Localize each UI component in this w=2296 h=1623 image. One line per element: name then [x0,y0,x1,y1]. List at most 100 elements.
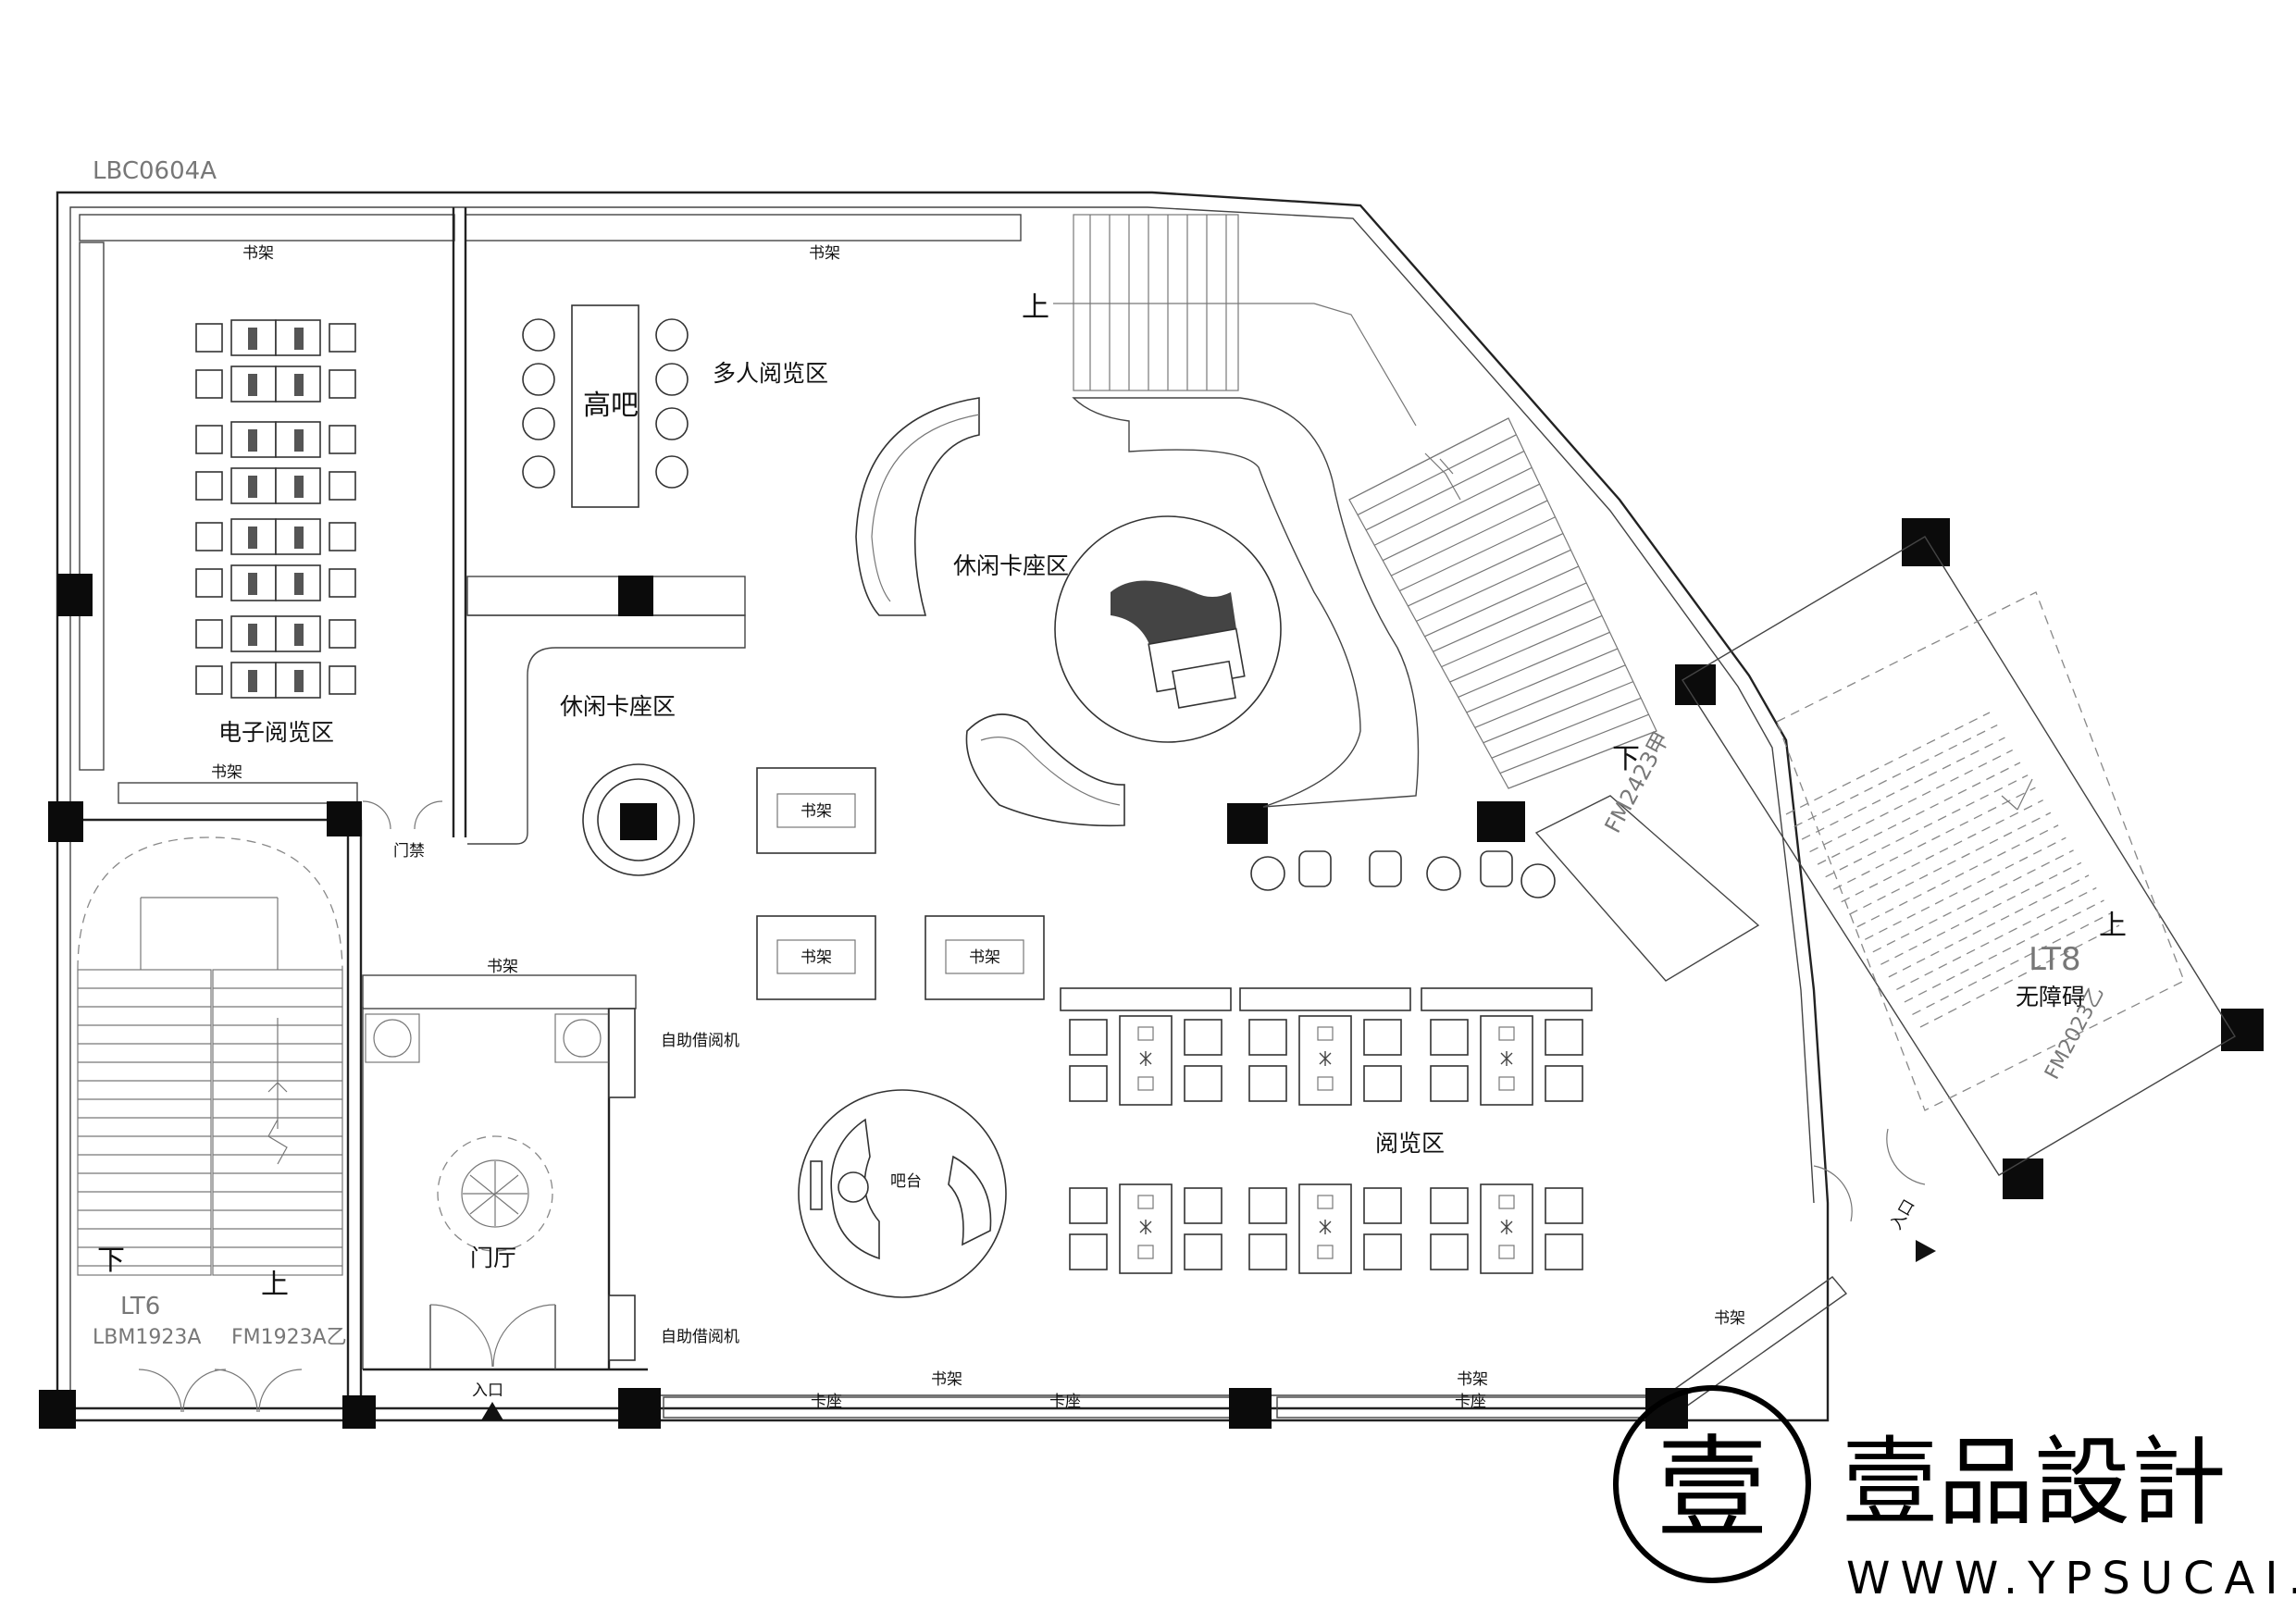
e-desk-monitor [248,527,257,549]
reading-shelf [1239,987,1411,1011]
stair-step [1449,614,1603,683]
e-desk-monitor [294,624,304,646]
bar-counter [798,1089,1007,1298]
stair-step [1474,664,1626,728]
stair-step [1365,451,1525,531]
e-desk-monitor [294,573,304,595]
stair-step [1508,730,1657,789]
reading-chair [1363,1233,1402,1270]
table-lamp [1498,1026,1515,1041]
reading-chair [1248,1019,1287,1056]
stair-step [1801,737,2005,840]
stair-step [1865,836,2066,940]
main-entrance-doors [429,1304,556,1420]
reading-chair [1069,1065,1108,1102]
e-desk-chair [195,619,223,649]
reading-tables [1060,987,1593,1274]
e-desk-chair [195,425,223,454]
booth-label-1: 卡座 [811,1393,842,1411]
stair-step [1817,762,2021,865]
table-mark [1139,1051,1152,1066]
zone-e-reading: 电子阅览区 [218,719,334,746]
table-lamp [1137,1076,1154,1091]
brand-name: 壹品設計 [1842,1426,2227,1539]
e-desk-monitor [294,429,304,452]
stair-step [1483,681,1633,744]
stair-step [1919,924,2120,1028]
bar-stool [522,407,555,440]
stair-step [1872,849,2074,953]
e-desk-monitor [248,429,257,452]
stair-step [1896,886,2097,990]
side-entrance [1813,1128,1936,1262]
stair-middle-up: 上 [1022,291,1049,324]
stair-step [1424,565,1580,638]
curved-sofa-upper [855,397,980,616]
e-desk-chair [329,619,356,649]
table-lamp [1137,1195,1154,1209]
stair-middle-down: 下 [1612,743,1640,775]
stair-step [1416,549,1571,622]
reading-shelf [1060,987,1232,1011]
stair-lt8-code: LT8 [2029,941,2081,978]
e-desk-chair [329,522,356,551]
reading-chair [1545,1019,1583,1056]
reading-chair [1184,1233,1222,1270]
reading-chair [1430,1233,1469,1270]
stair-step [1888,874,2090,978]
e-desk-monitor [248,624,257,646]
zone-lounge-booth-2: 休闲卡座区 [560,693,676,720]
e-desk-monitor [248,476,257,498]
table-lamp [1317,1195,1334,1209]
reading-chair [1430,1019,1469,1056]
lobby [365,1008,636,1361]
reading-chair [1248,1065,1287,1102]
stair-lt8 [1682,536,2236,1176]
table-lamp [1317,1026,1334,1041]
stair-step [1408,532,1564,607]
side-entrance-label: 入口 [1887,1196,1918,1233]
table-mark [1319,1220,1332,1234]
reading-chair [1363,1187,1402,1224]
reading-chair [1184,1187,1222,1224]
stair-lt6-up: 上 [261,1269,289,1301]
reading-chair [1430,1187,1469,1224]
stair-middle [1053,214,1760,982]
access-control-label: 门禁 [393,842,425,861]
bar-stool [522,455,555,489]
bookshelf-label-7: 书架 [1714,1309,1745,1328]
e-reading-desks [195,319,356,699]
e-desk-monitor [248,374,257,396]
e-desk-chair [329,568,356,598]
stair-step [1491,697,1642,759]
self-service-machine-1: 自助借阅机 [661,1032,739,1050]
curved-sofa-lower [965,713,1125,827]
island-shelf-label-3: 书架 [969,948,1000,967]
bookshelf-label-3: 书架 [211,763,242,782]
stair-step [1793,724,1998,828]
curved-banquette [1072,397,1420,808]
table-lamp [1498,1245,1515,1259]
stair-step [1832,787,2036,890]
reading-chair [1363,1019,1402,1056]
reading-chair [1069,1187,1108,1224]
access-gate-doors [362,800,443,830]
bookshelf-label-4: 书架 [487,958,518,976]
table-lamp [1137,1026,1154,1041]
stair-step [1441,599,1595,668]
reading-chair [1430,1065,1469,1102]
table-mark [1500,1051,1513,1066]
stair-step [1825,774,2029,878]
e-desk-chair [329,665,356,695]
zone-group-reading: 多人阅览区 [713,360,828,387]
stair-lt8-up: 上 [2099,910,2127,942]
reading-chair [1069,1233,1108,1270]
round-table [582,763,695,876]
main-entrance-label: 入口 [472,1381,503,1400]
reading-chair [1545,1065,1583,1102]
high-bar-table [522,304,689,508]
brand-seal-char: 壹 [1657,1425,1768,1554]
e-desk-monitor [294,527,304,549]
table-lamp [1137,1245,1154,1259]
self-service-machine-2: 自助借阅机 [661,1328,739,1346]
